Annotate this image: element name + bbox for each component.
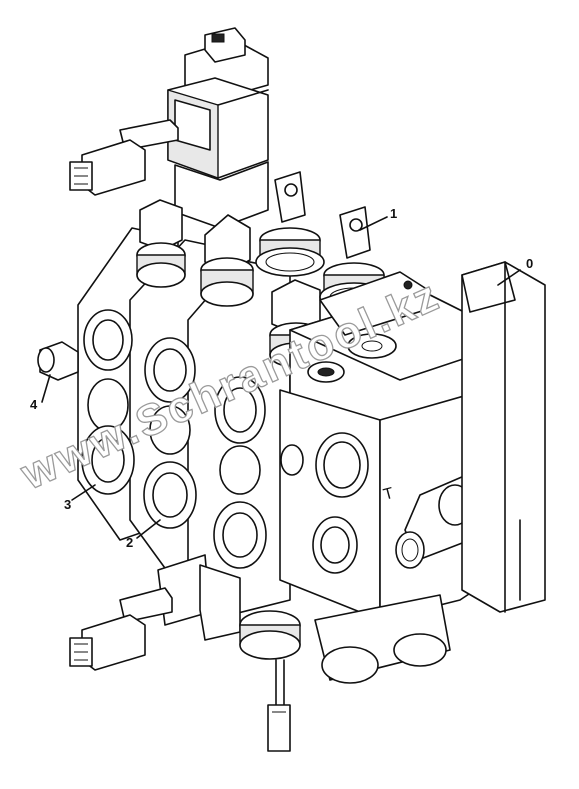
upper-solenoid [69, 27, 269, 229]
bottom-sensor [239, 610, 301, 752]
valve-section-plates [37, 227, 291, 616]
callout-label-4: 4 [30, 397, 38, 412]
callout-label-1: 1 [390, 206, 397, 221]
end-cover [461, 261, 546, 613]
housing-mark: T [382, 485, 396, 504]
bottom-ports [314, 594, 451, 684]
callout-label-2: 2 [126, 535, 133, 550]
callout-label-3: 3 [64, 497, 71, 512]
lower-solenoid [69, 554, 241, 671]
callout-label-0: 0 [526, 256, 533, 271]
callout-leaders [41, 216, 521, 539]
